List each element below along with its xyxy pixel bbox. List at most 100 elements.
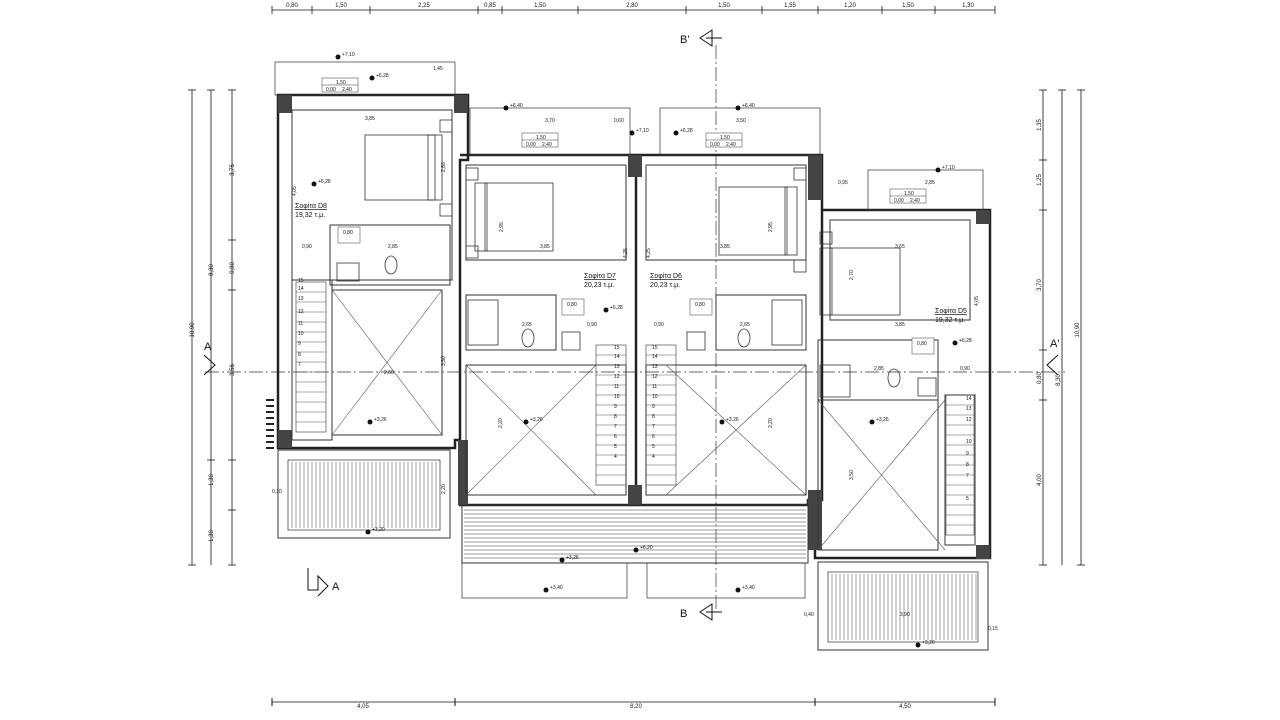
svg-text:0,10: 0,10 — [272, 489, 282, 495]
svg-text:7: 7 — [298, 362, 301, 368]
stair-numbers-d5: 14 13 12 10 9 8 7 5 — [966, 396, 972, 502]
level-marker: +7,10 — [629, 128, 649, 136]
svg-text:+6,28: +6,28 — [959, 338, 972, 344]
svg-text:0,00: 0,00 — [526, 142, 536, 148]
svg-text:10: 10 — [614, 394, 620, 400]
svg-text:+6,20: +6,20 — [640, 545, 653, 551]
svg-text:2,95: 2,95 — [499, 222, 505, 232]
dim-right-5: 8,30 — [1056, 374, 1062, 386]
dim-top-3: 2,25 — [418, 3, 430, 9]
dim-left-1: 3,75 — [230, 164, 236, 176]
level-marker: +3,26 — [559, 555, 579, 563]
svg-text:14: 14 — [652, 354, 658, 360]
level-marker: +6,28 — [369, 73, 389, 81]
svg-text:12: 12 — [652, 374, 658, 380]
svg-text:+7,10: +7,10 — [942, 165, 955, 171]
svg-text:+6,28: +6,28 — [610, 305, 623, 311]
svg-text:4,25: 4,25 — [646, 248, 652, 258]
svg-text:2,65: 2,65 — [740, 322, 750, 328]
svg-text:+3,20: +3,20 — [922, 640, 935, 646]
svg-text:2,40: 2,40 — [726, 142, 736, 148]
dim-left-6: 1,30 — [209, 474, 215, 486]
svg-text:2,85: 2,85 — [388, 244, 398, 250]
svg-text:7: 7 — [966, 473, 969, 479]
svg-text:+3,26: +3,26 — [530, 417, 543, 423]
svg-text:0,80: 0,80 — [695, 302, 705, 308]
svg-text:+6,28: +6,28 — [680, 128, 693, 134]
level-marker: +6,28 — [603, 305, 623, 313]
svg-text:14: 14 — [966, 396, 972, 402]
level-marker: +3,20 — [915, 640, 935, 648]
svg-text:+3,26: +3,26 — [566, 555, 579, 561]
svg-text:2,80: 2,80 — [441, 162, 447, 172]
svg-text:13: 13 — [298, 296, 304, 302]
svg-text:3,85: 3,85 — [540, 244, 550, 250]
svg-text:2,60: 2,60 — [384, 370, 394, 376]
bed-d5 — [819, 231, 901, 316]
svg-text:20,23 τ.μ.: 20,23 τ.μ. — [584, 282, 614, 289]
svg-text:2,85: 2,85 — [925, 180, 935, 186]
svg-text:B: B — [680, 608, 687, 620]
window-tag-2: 1,50 0,00 2,40 — [521, 132, 559, 148]
svg-text:1,50: 1,50 — [536, 135, 546, 141]
svg-text:8: 8 — [614, 414, 617, 420]
dim-top-10: 1,50 — [902, 3, 914, 9]
svg-text:9: 9 — [966, 451, 969, 457]
level-marker: +6,28 — [673, 128, 693, 136]
dim-top-7: 1,50 — [718, 3, 730, 9]
svg-text:1,50: 1,50 — [720, 135, 730, 141]
svg-text:0,95: 0,95 — [838, 180, 848, 186]
dim-top-11: 1,30 — [962, 3, 974, 9]
svg-text:0,90: 0,90 — [587, 322, 597, 328]
svg-text:5: 5 — [966, 496, 969, 502]
svg-text:19,32 τ.μ.: 19,32 τ.μ. — [295, 212, 325, 219]
svg-text:8: 8 — [298, 352, 301, 358]
svg-text:Σοφίτα D7: Σοφίτα D7 — [584, 272, 616, 280]
svg-text:Σοφίτα D5: Σοφίτα D5 — [935, 307, 967, 315]
level-marker: +3,26 — [719, 417, 739, 425]
section-marker-b-prime: B' — [680, 29, 722, 47]
pergola-middle — [461, 504, 809, 564]
level-markers: +7,10 +6,28 +6,40 +6,40 +7,10 +7,10 +6,2… — [311, 52, 972, 648]
svg-text:0,00: 0,00 — [326, 87, 336, 93]
svg-text:0,90: 0,90 — [654, 322, 664, 328]
svg-text:1,50: 1,50 — [904, 191, 914, 197]
svg-text:+7,10: +7,10 — [342, 52, 355, 58]
svg-text:A: A — [204, 341, 212, 353]
dim-right-7: 4,00 — [1037, 474, 1043, 486]
svg-text:7: 7 — [614, 424, 617, 430]
svg-text:0,60: 0,60 — [614, 118, 624, 124]
bed-d7 — [465, 167, 554, 259]
svg-text:2,40: 2,40 — [910, 198, 920, 204]
svg-text:+6,28: +6,28 — [318, 179, 331, 185]
level-marker: +6,28 — [311, 179, 331, 187]
svg-text:6: 6 — [614, 434, 617, 440]
svg-text:0,00: 0,00 — [710, 142, 720, 148]
svg-text:15: 15 — [614, 345, 620, 351]
door-tag-2: 0,80 — [561, 298, 585, 316]
svg-text:0,90: 0,90 — [960, 366, 970, 372]
wc-fixtures — [336, 255, 937, 398]
section-marker-a-prime: A' — [1046, 338, 1059, 376]
svg-text:13: 13 — [614, 364, 620, 370]
svg-text:+3,20: +3,20 — [372, 527, 385, 533]
svg-text:12: 12 — [614, 374, 620, 380]
level-marker: +6,28 — [952, 338, 972, 346]
dim-left-5: 3,56 — [230, 364, 236, 376]
bottom-dimension-chain: 4,05 8,20 4,50 — [271, 698, 996, 710]
svg-text:0,80: 0,80 — [343, 230, 353, 236]
dim-top-1: 0,80 — [286, 3, 298, 9]
void-crosses — [331, 289, 946, 551]
svg-text:4,25: 4,25 — [623, 248, 629, 258]
svg-text:0,80: 0,80 — [567, 302, 577, 308]
svg-text:3,50: 3,50 — [736, 118, 746, 124]
level-marker: +6,20 — [633, 545, 653, 553]
svg-text:9: 9 — [652, 404, 655, 410]
dim-top-4: 0,85 — [484, 3, 496, 9]
level-marker: +3,40 — [543, 585, 563, 593]
top-dimension-chain: 0,80 1,50 2,25 0,85 1,50 2,80 1,50 1,55 … — [271, 3, 996, 14]
section-marker-a: A — [203, 341, 216, 376]
svg-text:+3,40: +3,40 — [550, 585, 563, 591]
room-label-d6: Σοφίτα D6 20,23 τ.μ. — [650, 272, 682, 289]
